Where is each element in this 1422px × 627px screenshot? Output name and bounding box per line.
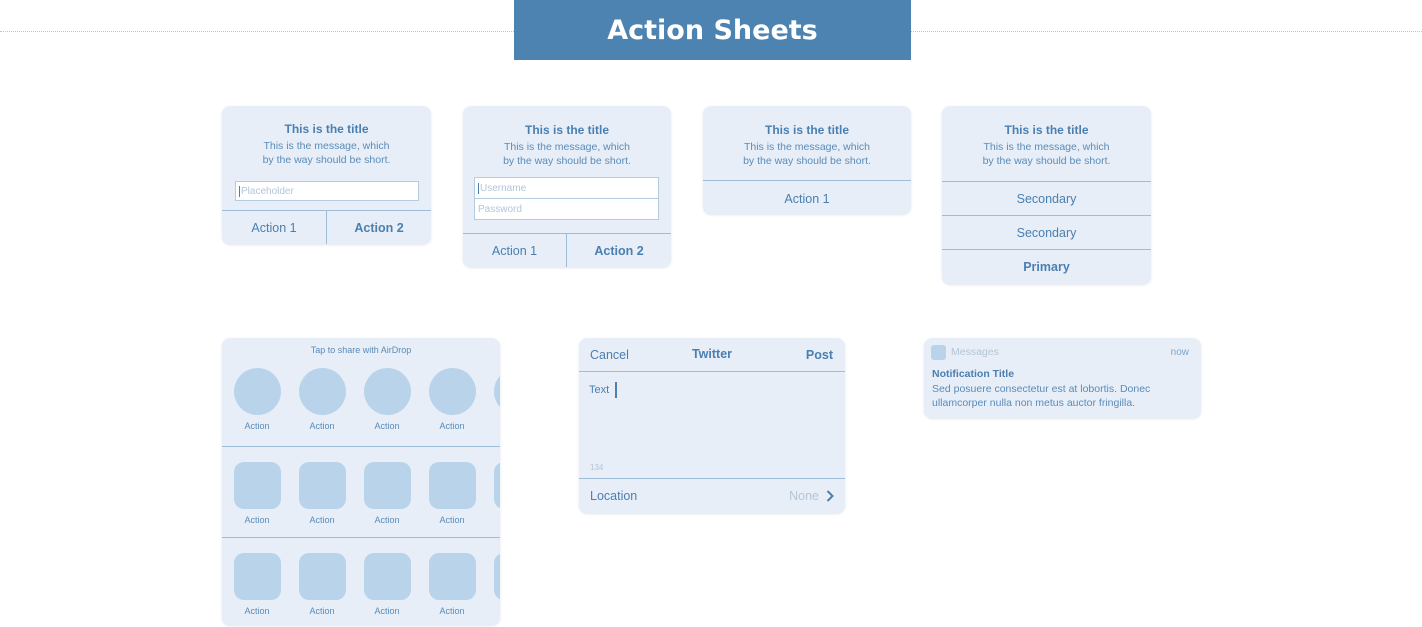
notification-app-name: Messages [951, 346, 999, 358]
airdrop-contact-avatar[interactable] [364, 368, 411, 415]
alert-message: This is the message, which by the way sh… [222, 139, 431, 167]
share-app-label: Action [374, 515, 400, 525]
secondary-button-2[interactable]: Secondary [1016, 226, 1077, 240]
alert-message-line: by the way should be short. [503, 155, 631, 167]
alert-message: This is the message, which by the way sh… [703, 140, 911, 168]
airdrop-contact-label: Action [439, 421, 465, 431]
divider [222, 537, 500, 538]
compose-text: Text [589, 384, 610, 396]
airdrop-contact-avatar[interactable] [494, 368, 500, 415]
password-field[interactable]: Password [474, 198, 659, 220]
airdrop-contact-label: Action [244, 421, 270, 431]
alert-message-line: by the way should be short. [743, 155, 871, 167]
share-app-icon[interactable] [299, 462, 346, 509]
notification-body-line: ullamcorper nulla non metus auctor fring… [932, 397, 1136, 409]
share-action-label: Action [309, 606, 335, 616]
alert-title: This is the title [1004, 123, 1089, 137]
airdrop-contact-avatar[interactable] [234, 368, 281, 415]
password-placeholder: Password [478, 203, 522, 215]
airdrop-contact-label: Action [309, 421, 335, 431]
alert-stacked-actions: This is the title This is the message, w… [942, 106, 1151, 284]
app-icon [931, 345, 946, 360]
notification-title: Notification Title [932, 368, 1015, 380]
text-cursor [478, 182, 479, 194]
alert-message-line: This is the message, which [743, 141, 871, 153]
cancel-button[interactable]: Cancel [590, 348, 629, 362]
chevron-right-icon [826, 490, 834, 502]
button-divider [566, 233, 567, 267]
share-app-icon[interactable] [429, 462, 476, 509]
secondary-button-1[interactable]: Secondary [1016, 192, 1077, 206]
alert-message-line: This is the message, which [983, 141, 1110, 153]
text-input-field[interactable]: Placeholder [235, 181, 419, 201]
share-action-label: Action [374, 606, 400, 616]
alert-title: This is the title [524, 123, 609, 137]
share-app-icon[interactable] [494, 462, 500, 509]
location-label: Location [590, 489, 638, 503]
divider [579, 371, 845, 372]
compose-text-area[interactable]: Text [589, 382, 617, 398]
notification-body-line: Sed posuere consectetur est at lobortis.… [932, 383, 1151, 395]
action-2-button[interactable]: Action 2 [594, 244, 644, 258]
text-cursor [615, 382, 617, 398]
share-app-icon[interactable] [234, 462, 281, 509]
compose-service-title: Twitter [691, 347, 733, 361]
alert-title: This is the title [284, 122, 369, 136]
divider [579, 478, 845, 479]
post-button[interactable]: Post [805, 348, 833, 362]
share-app-label: Action [439, 515, 465, 525]
header-divider-right [911, 31, 1422, 32]
alert-single-action: This is the title This is the message, w… [703, 106, 911, 214]
share-action-label: Action [244, 606, 270, 616]
action-1-button[interactable]: Action 1 [784, 192, 830, 206]
action-1-button[interactable]: Action 1 [251, 221, 297, 235]
alert-message: This is the message, which by the way sh… [942, 140, 1151, 168]
username-placeholder: Username [480, 182, 527, 194]
alert-login: This is the title This is the message, w… [463, 106, 671, 267]
compose-sheet: Cancel Twitter Post Text 134 Location No… [579, 338, 845, 513]
airdrop-contact-avatar[interactable] [429, 368, 476, 415]
header-divider-left [0, 31, 514, 32]
share-app-label: Action [309, 515, 335, 525]
divider [463, 233, 671, 234]
airdrop-contact-label: Action [374, 421, 400, 431]
share-action-icon[interactable] [494, 553, 500, 600]
share-action-icon[interactable] [234, 553, 281, 600]
share-sheet: Tap to share with AirDrop Action Action … [222, 338, 500, 625]
alert-text-input: This is the title This is the message, w… [222, 106, 431, 244]
alert-message-line: by the way should be short. [262, 154, 391, 166]
share-action-icon[interactable] [364, 553, 411, 600]
share-action-icon[interactable] [429, 553, 476, 600]
section-title: Action Sheets [514, 0, 911, 60]
button-divider [326, 210, 327, 244]
divider [222, 446, 500, 447]
share-app-label: Action [244, 515, 270, 525]
alert-message-line: This is the message, which [503, 141, 631, 153]
alert-message: This is the message, which by the way sh… [463, 140, 671, 168]
primary-button[interactable]: Primary [1023, 260, 1070, 274]
divider [703, 180, 911, 181]
action-2-button[interactable]: Action 2 [354, 221, 404, 235]
location-row[interactable]: Location None [579, 478, 845, 513]
divider [942, 181, 1151, 182]
alert-message-line: This is the message, which [263, 140, 390, 152]
divider [942, 249, 1151, 250]
notification-time: now [1170, 347, 1189, 358]
airdrop-label: Tap to share with AirDrop [310, 345, 412, 355]
username-field[interactable]: Username [474, 177, 659, 199]
text-cursor [239, 185, 240, 197]
alert-title: This is the title [764, 123, 849, 137]
action-1-button[interactable]: Action 1 [491, 244, 538, 258]
notification-banner[interactable]: Messages now Notification Title Sed posu… [924, 338, 1201, 418]
share-action-label: Action [439, 606, 465, 616]
alert-message-line: by the way should be short. [982, 155, 1111, 167]
share-action-icon[interactable] [299, 553, 346, 600]
placeholder-text: Placeholder [241, 185, 294, 197]
divider [942, 215, 1151, 216]
notification-body: Sed posuere consectetur est at lobortis.… [932, 382, 1150, 410]
character-count: 134 [590, 463, 604, 472]
location-value: None [789, 489, 819, 503]
airdrop-contact-avatar[interactable] [299, 368, 346, 415]
share-app-icon[interactable] [364, 462, 411, 509]
